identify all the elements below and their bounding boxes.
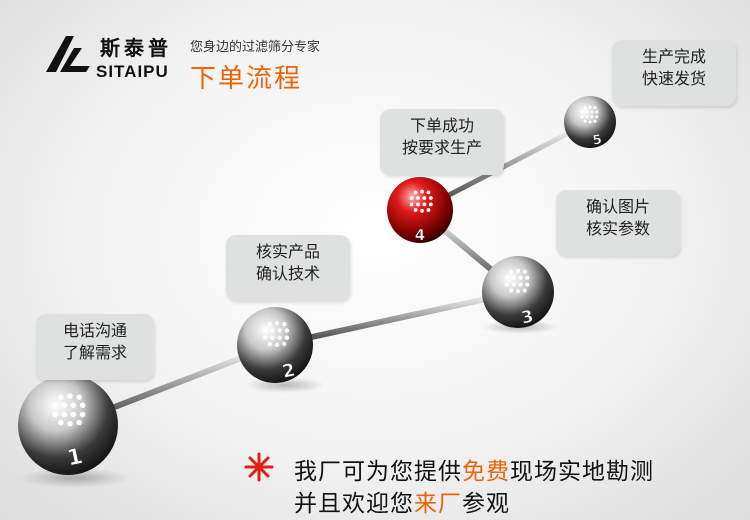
- step-3-line1: 确认图片: [585, 197, 650, 216]
- starburst-icon: [244, 452, 274, 482]
- footer-line-1-b: 现场实地勘测: [510, 459, 654, 485]
- step-ball-5: 5: [564, 96, 616, 149]
- step-ball-3: 3: [482, 256, 554, 329]
- footer-visit-highlight: 来厂: [414, 491, 462, 517]
- step-1-line2: 了解需求: [62, 343, 127, 362]
- step-ball-4: 4: [387, 177, 453, 244]
- brand-name-cn: 斯泰普: [100, 36, 172, 60]
- brand-name-en: SITAIPU: [96, 62, 169, 81]
- step-number-1: 1: [65, 444, 85, 472]
- step-number-3: 3: [520, 307, 536, 329]
- step-2-line1: 核实产品: [255, 242, 320, 261]
- footer-free-highlight: 免费: [462, 459, 510, 485]
- step-note-1: 电话沟通 了解需求: [36, 314, 154, 380]
- sitaipu-logo-icon: [46, 36, 90, 72]
- step-5-line1: 生产完成: [641, 47, 706, 66]
- step-number-5: 5: [592, 132, 604, 148]
- step-ball-1: 1: [18, 375, 118, 475]
- step-2-line2: 确认技术: [255, 264, 320, 283]
- slogan: 您身边的过滤筛分专家: [190, 40, 321, 55]
- step-3-line2: 核实参数: [585, 219, 650, 238]
- footer-line-1: 我厂可为您提供免费现场实地勘测: [294, 452, 654, 486]
- footer-line-2-b: 参观: [462, 491, 510, 517]
- footer-line-2: 并且欢迎您来厂参观: [294, 484, 510, 518]
- step-4-line1: 下单成功: [409, 116, 474, 135]
- step-note-3: 确认图片 核实参数: [556, 190, 680, 256]
- step-note-5: 生产完成 快速发货: [612, 40, 736, 106]
- footer-line-1-a: 我厂可为您提供: [294, 459, 462, 485]
- footer-line-2-a: 并且欢迎您: [294, 491, 414, 517]
- step-number-4: 4: [415, 226, 425, 244]
- step-note-2: 核实产品 确认技术: [226, 235, 350, 301]
- step-note-4: 下单成功 按要求生产: [380, 109, 504, 175]
- step-number-2: 2: [280, 360, 297, 383]
- step-5-line2: 快速发货: [641, 69, 706, 88]
- step-1-line1: 电话沟通: [62, 321, 127, 340]
- step-ball-2: 2: [237, 307, 313, 383]
- page-title: 下单流程: [190, 64, 303, 94]
- step-4-line2: 按要求生产: [401, 138, 482, 157]
